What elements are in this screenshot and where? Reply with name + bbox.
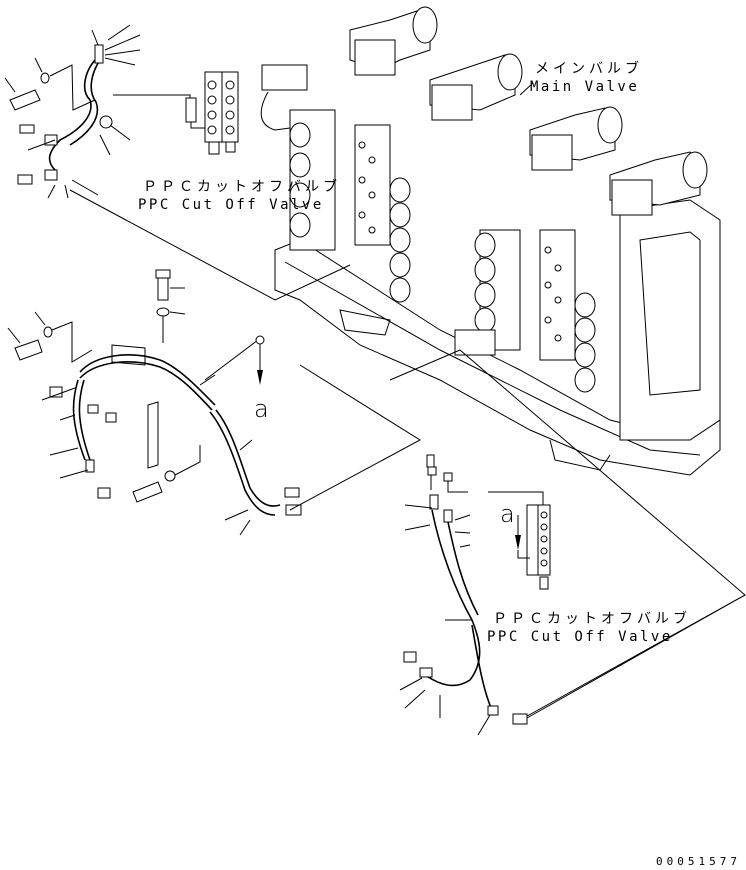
upper-harness-group bbox=[4, 24, 239, 199]
view-a-label-upper: a bbox=[254, 395, 272, 423]
view-arrow-a-lower bbox=[515, 515, 530, 559]
ppc-cutoff-valve-upper-label-jp: ＰＰＣカットオフバルブ bbox=[143, 179, 341, 195]
actuator-heads bbox=[349, 6, 708, 216]
view-a-label-lower: a bbox=[500, 500, 518, 528]
main-valve-label-jp: メインバルブ bbox=[535, 61, 643, 77]
middle-harness-group bbox=[7, 269, 302, 536]
main-valve-label-en: Main Valve bbox=[530, 79, 640, 95]
main-valve-assembly bbox=[260, 6, 721, 476]
lower-harness-group bbox=[399, 454, 746, 736]
solenoid-column-right bbox=[574, 292, 596, 393]
zone-outline-right bbox=[389, 349, 746, 721]
zone-outline-middle bbox=[289, 364, 421, 511]
ppc-cutoff-valve-lower-label-jp: ＰＰＣカットオフバルブ bbox=[493, 611, 691, 627]
solenoid-column-left bbox=[289, 122, 311, 238]
ppc-cutoff-valve-upper-label-en: PPC Cut Off Valve bbox=[138, 197, 324, 213]
ppc-cutoff-valve-lower-label-en: PPC Cut Off Valve bbox=[487, 629, 673, 645]
solenoid-column-center-left bbox=[389, 177, 411, 303]
view-arrow-a-upper bbox=[255, 335, 265, 385]
zone-outline-upper bbox=[69, 189, 351, 301]
leader-main-valve bbox=[519, 82, 534, 96]
document-number: 00051577 bbox=[656, 855, 741, 868]
